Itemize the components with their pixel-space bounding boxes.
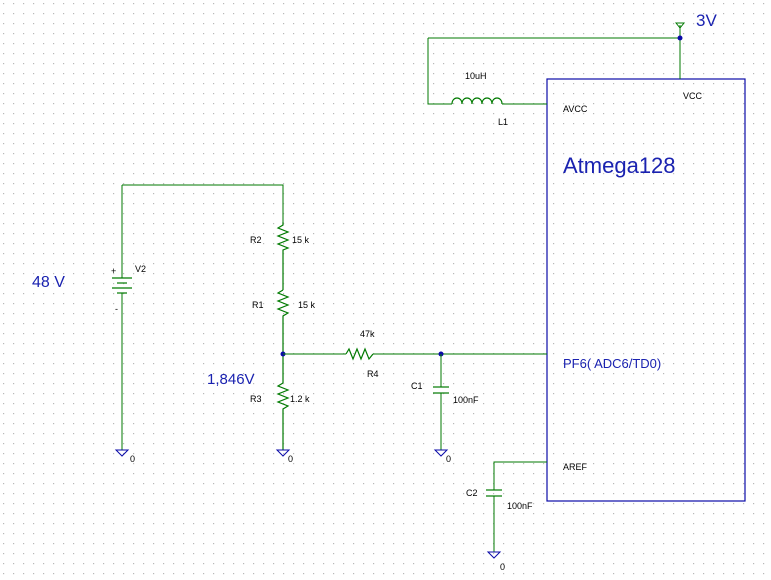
inductor-value-label: 10uH	[465, 71, 487, 81]
pin-label-avcc: AVCC	[563, 104, 588, 114]
node-voltage-label: 1,846V	[207, 371, 255, 388]
battery-ref-label: V2	[135, 264, 146, 274]
c2-ref-label: C2	[466, 488, 478, 498]
battery-plus-label: +	[111, 266, 116, 276]
ground-symbol-battery	[114, 449, 130, 457]
c1-value-label: 100nF	[453, 395, 479, 405]
inductor-ref-label: L1	[498, 117, 508, 127]
ic-name-label: Atmega128	[563, 153, 676, 178]
pin-label-vcc: VCC	[683, 91, 703, 101]
ground-label-c2: 0	[500, 562, 505, 572]
r4-value-label: 47k	[360, 329, 375, 339]
r2-value-label: 15 k	[292, 235, 310, 245]
battery-voltage-label: 48 V	[32, 274, 65, 291]
r1-value-label: 15 k	[298, 300, 316, 310]
ground-symbol-divider	[275, 449, 291, 457]
ground-label-c1: 0	[446, 454, 451, 464]
ground-label-divider: 0	[288, 454, 293, 464]
battery-v2[interactable]	[112, 184, 284, 450]
capacitor-c1[interactable]	[433, 354, 449, 450]
inductor-l1[interactable]	[451, 97, 547, 105]
capacitor-c2[interactable]	[486, 461, 547, 552]
junction-dot-3v	[677, 35, 683, 41]
ground-symbol-c2	[486, 551, 502, 559]
supply-3v-net[interactable]	[427, 22, 686, 105]
pin-label-pf6: PF6( ADC6/TD0)	[563, 356, 661, 371]
ic-atmega128-body[interactable]	[546, 78, 746, 502]
c2-value-label: 100nF	[507, 501, 533, 511]
supply-voltage-label: 3V	[696, 11, 717, 30]
divider-chain[interactable]	[276, 222, 290, 450]
ground-symbol-c1	[433, 449, 449, 457]
r1-ref-label: R1	[252, 300, 264, 310]
ground-label-battery: 0	[130, 454, 135, 464]
r4-ref-label: R4	[367, 369, 379, 379]
battery-minus-label: -	[115, 304, 118, 314]
c1-ref-label: C1	[411, 381, 423, 391]
r2-ref-label: R2	[250, 235, 262, 245]
r3-ref-label: R3	[250, 394, 262, 404]
pin-label-aref: AREF	[563, 462, 588, 472]
r3-value-label: 1.2 k	[290, 394, 310, 404]
adc-net[interactable]	[283, 347, 547, 361]
